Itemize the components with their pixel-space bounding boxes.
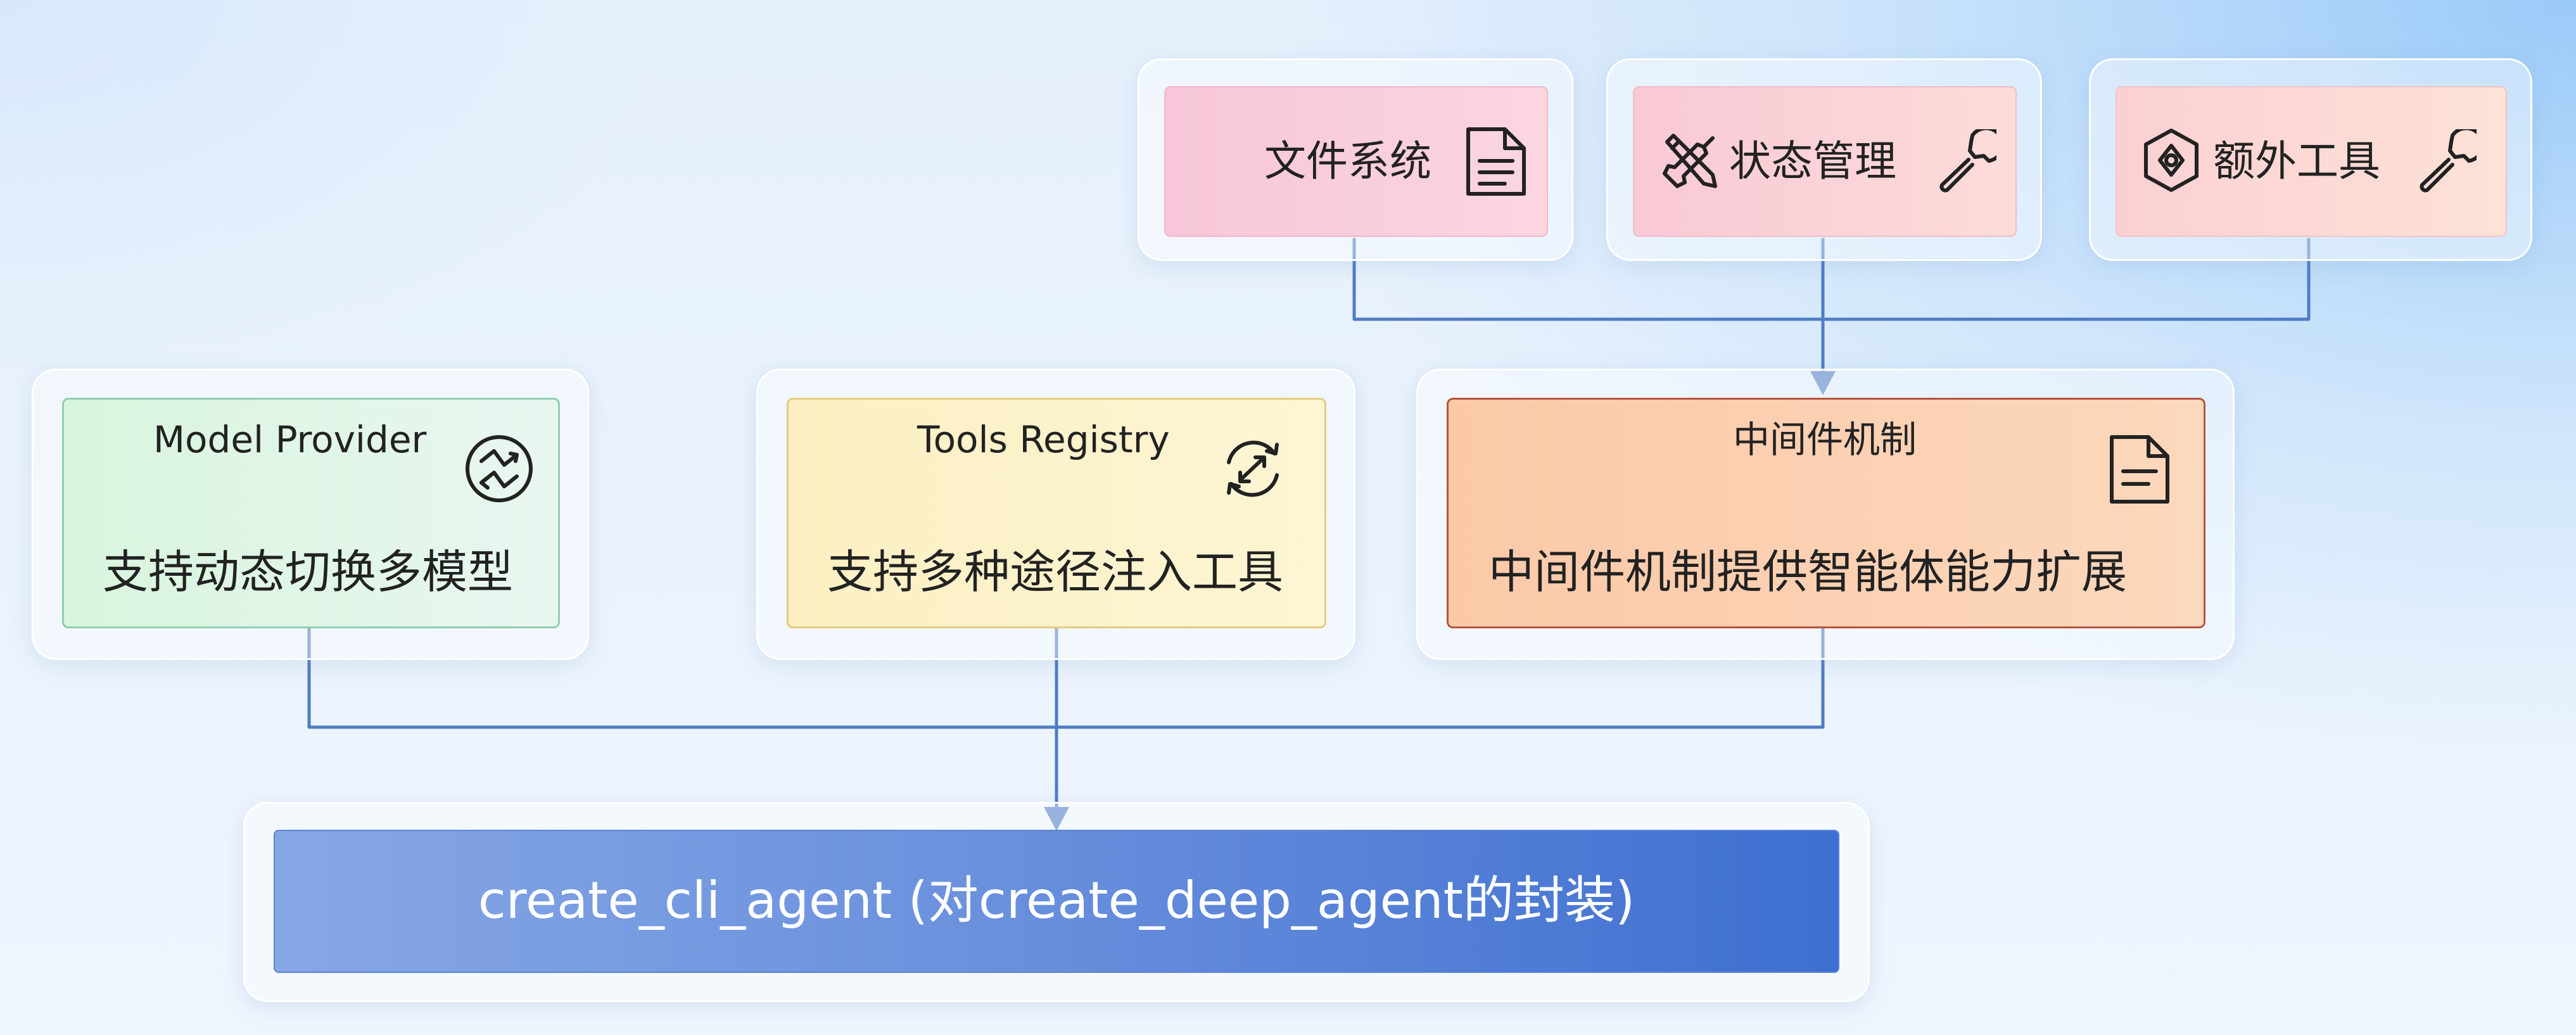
- connector-fs: [1352, 238, 2311, 321]
- hexagon-gear-icon: [2140, 127, 2203, 194]
- arrowhead-agent: [1044, 807, 1069, 831]
- title-tools-registry: Tools Registry: [917, 418, 1170, 461]
- label-filesystem: 文件系统: [1264, 137, 1431, 186]
- refresh-arrows-icon: [1216, 432, 1290, 505]
- agent-button[interactable]: [274, 830, 1839, 973]
- card-middleware[interactable]: [1447, 398, 2205, 628]
- description-tools-registry: 支持多种途径注入工具: [827, 545, 1284, 599]
- document-icon: [1463, 124, 1529, 199]
- label-state-management: 状态管理: [1729, 137, 1896, 186]
- connector-middle: [307, 625, 1825, 729]
- title-middleware: 中间件机制: [1733, 418, 1917, 461]
- switch-arrows-icon: [462, 432, 536, 505]
- tools-crossed-icon: [1658, 129, 1722, 193]
- agent-label: create_cli_agent (对create_deep_agent的封装): [478, 871, 1635, 930]
- arrowhead-middleware: [1810, 371, 1836, 395]
- description-middleware: 中间件机制提供智能体能力扩展: [1488, 545, 2128, 599]
- wrench-icon: [1933, 129, 1996, 193]
- title-model-provider: Model Provider: [153, 418, 427, 461]
- description-model-provider: 支持动态切换多模型: [103, 545, 514, 599]
- card-tools-registry[interactable]: [787, 398, 1326, 628]
- card-model-provider[interactable]: [62, 398, 560, 628]
- label-extra-tools: 额外工具: [2213, 137, 2380, 186]
- wrench-icon: [2413, 129, 2477, 193]
- document-icon: [2107, 432, 2173, 507]
